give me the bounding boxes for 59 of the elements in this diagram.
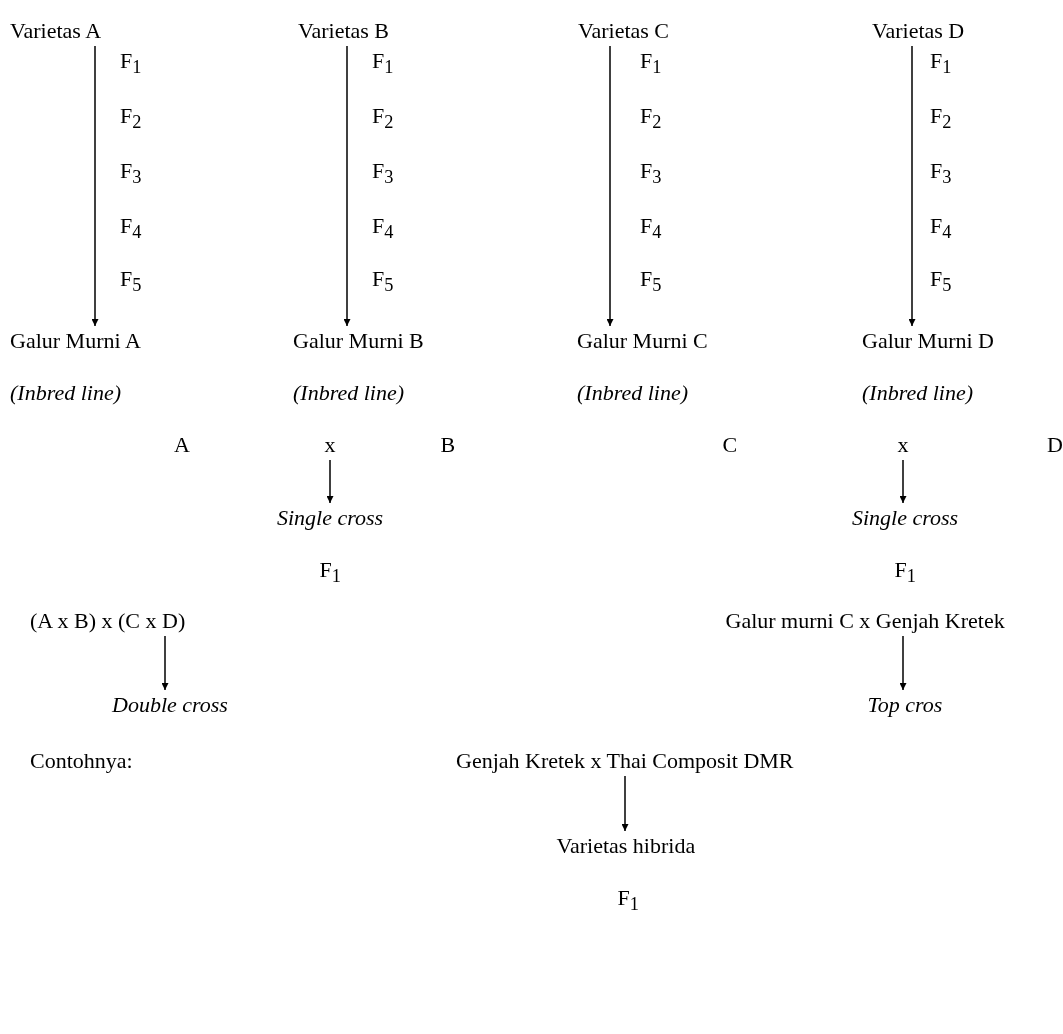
line-letter: D [1047, 432, 1063, 458]
generation-label: F$_{5}$ [120, 266, 142, 298]
generation-label: F$_{2}$ [372, 103, 394, 135]
line-name: Galur Murni B [293, 328, 424, 354]
generation-label: F$_{5}$ [930, 266, 952, 298]
cross-type-label: Top cros [867, 692, 943, 718]
inbred-note: (Inbred line) [577, 380, 689, 406]
line-letter: C [722, 432, 738, 458]
arrow [343, 45, 351, 327]
cross-type-label: Double cross [112, 692, 228, 718]
line-letter: A [174, 432, 190, 458]
arrow [621, 775, 629, 832]
generation-label: F$_{5}$ [640, 266, 662, 298]
generation-label: F$_{3}$ [640, 158, 662, 190]
cross-formula: Galur murni C x Genjah Kretek [725, 608, 1005, 634]
result-label: Varietas hibrida [556, 833, 696, 859]
generation-label: F$_{3}$ [930, 158, 952, 190]
generation-label: F$_{1}$ [120, 48, 142, 80]
arrow [908, 45, 916, 327]
inbred-note: (Inbred line) [862, 380, 974, 406]
generation-label: F$_{4}$ [640, 213, 662, 245]
generation-label: F$_{2}$ [640, 103, 662, 135]
arrow [606, 45, 614, 327]
cross-sign: x [324, 432, 336, 458]
cross-formula: (A x B) x (C x D) [30, 608, 186, 634]
inbred-note: (Inbred line) [10, 380, 122, 406]
line-name: Galur Murni A [10, 328, 141, 354]
generation-label: F$_{1}$ [319, 557, 341, 589]
generation-label: F$_{3}$ [372, 158, 394, 190]
generation-label: F$_{2}$ [930, 103, 952, 135]
generation-label: F$_{1}$ [372, 48, 394, 80]
arrow [161, 635, 169, 691]
example-label: Contohnya: [30, 748, 133, 774]
arrow [326, 459, 334, 504]
generation-label: F$_{1}$ [640, 48, 662, 80]
generation-label: F$_{1}$ [894, 557, 916, 589]
generation-label: F$_{5}$ [372, 266, 394, 298]
line-name: Galur Murni D [862, 328, 994, 354]
variety-label: Varietas C [578, 18, 670, 44]
generation-label: F$_{2}$ [120, 103, 142, 135]
line-letter: B [440, 432, 456, 458]
cross-type-label: Single cross [852, 505, 959, 531]
generation-label: F$_{1}$ [930, 48, 952, 80]
cross-formula: Genjah Kretek x Thai Composit DMR [456, 748, 794, 774]
generation-label: F$_{4}$ [120, 213, 142, 245]
generation-label: F$_{4}$ [372, 213, 394, 245]
inbred-note: (Inbred line) [293, 380, 405, 406]
generation-label: F$_{3}$ [120, 158, 142, 190]
generation-label: F$_{1}$ [617, 885, 639, 917]
generation-label: F$_{4}$ [930, 213, 952, 245]
arrow [91, 45, 99, 327]
arrow [899, 635, 907, 691]
arrow [899, 459, 907, 504]
line-name: Galur Murni C [577, 328, 708, 354]
cross-sign: x [897, 432, 909, 458]
variety-label: Varietas B [298, 18, 390, 44]
variety-label: Varietas A [10, 18, 102, 44]
variety-label: Varietas D [872, 18, 965, 44]
cross-type-label: Single cross [277, 505, 384, 531]
